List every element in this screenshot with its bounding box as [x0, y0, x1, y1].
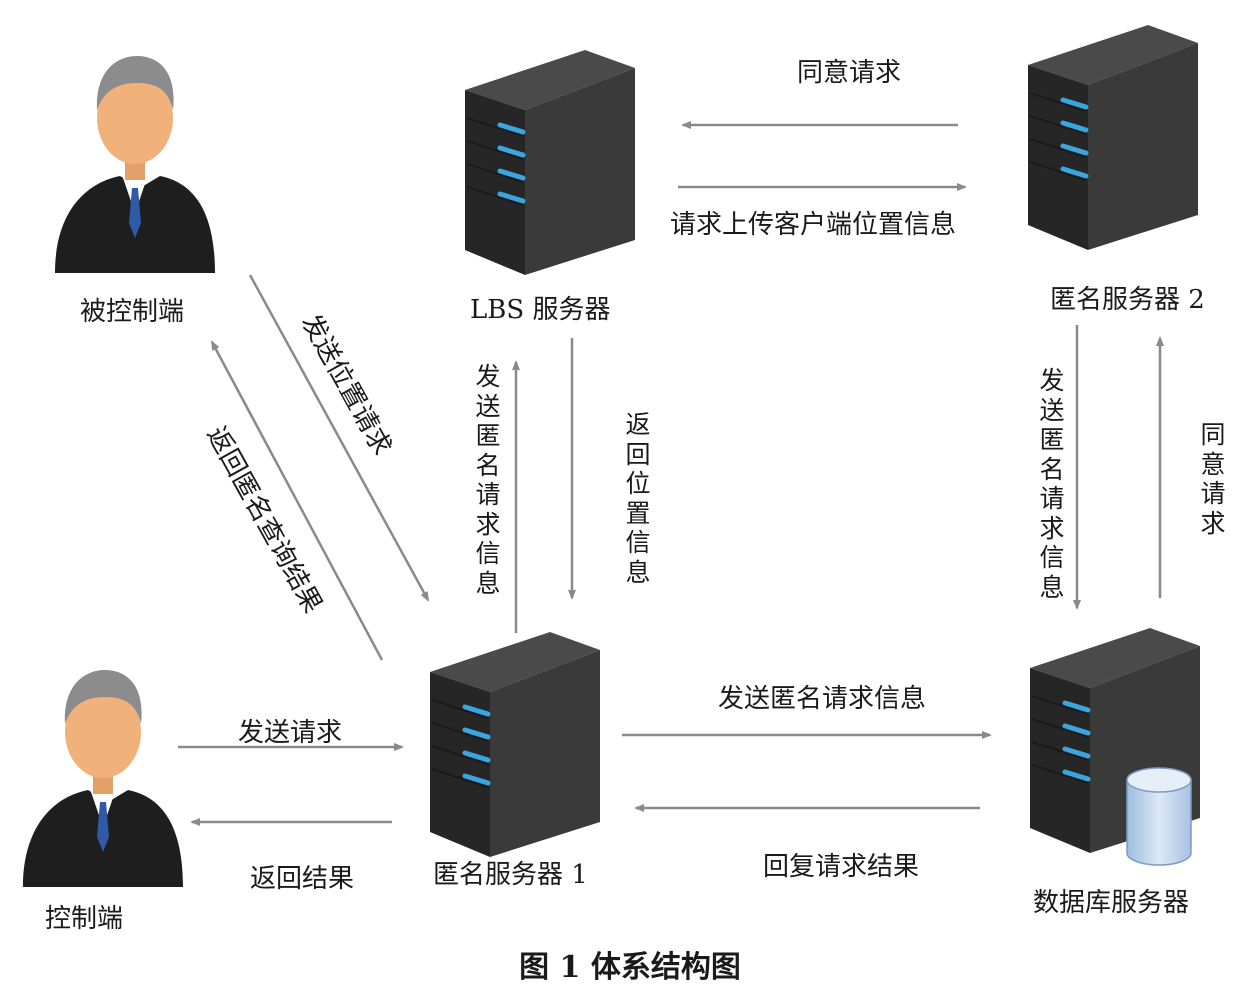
controlled-user-icon: [55, 56, 215, 273]
send-anon-request-info-h-label: 发送匿名请求信息: [718, 684, 927, 714]
anon-server-1-label: 匿名服务器 1: [433, 860, 588, 890]
anon-server-1-icon: [430, 632, 600, 857]
agree-request-top-label: 同意请求: [797, 58, 902, 88]
arrow-send-location-request: [248, 274, 430, 602]
arrow-return-anon-query-result: [210, 340, 384, 661]
controlled-label: 被控制端: [80, 297, 185, 327]
anon-server-2-icon: [1028, 25, 1198, 250]
db-server-label: 数据库服务器: [1033, 888, 1190, 918]
return-location-info-label: 返回位置信息: [625, 410, 651, 587]
agree-request-right-label: 同意请求: [1200, 420, 1226, 538]
lbs-server-icon: [465, 50, 635, 275]
upload-client-location-label: 请求上传客户端位置信息: [670, 210, 957, 240]
lbs-server-label: LBS 服务器: [470, 295, 611, 325]
send-anon-request-info-down-label: 发送匿名请求信息: [1039, 366, 1065, 602]
send-anon-request-info-up-label: 发送匿名请求信息: [475, 362, 501, 598]
anon-server-2-label: 匿名服务器 2: [1050, 285, 1205, 315]
send-request-label: 发送请求: [238, 718, 343, 748]
reply-request-result-label: 回复请求结果: [763, 852, 920, 882]
database-cylinder-icon: [1126, 767, 1192, 866]
controller-label: 控制端: [45, 904, 124, 934]
controller-user-icon: [23, 670, 183, 887]
return-result-label: 返回结果: [250, 864, 355, 894]
figure-caption: 图 1 体系结构图: [519, 950, 741, 985]
